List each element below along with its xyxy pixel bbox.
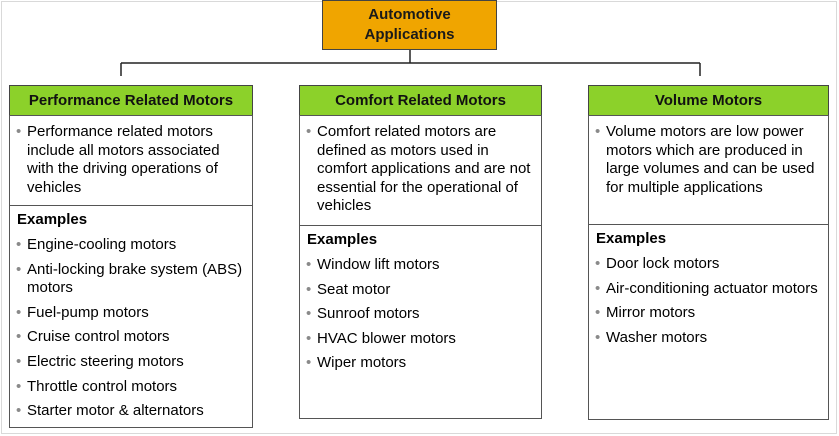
- root-label-line1: Automotive: [368, 6, 451, 23]
- performance-divider: [10, 205, 252, 206]
- performance-intro-text: Performance related motors include all m…: [27, 123, 220, 196]
- bullet-icon: •: [16, 352, 22, 370]
- bullet-icon: •: [306, 256, 312, 273]
- performance-header: Performance Related Motors: [9, 85, 253, 116]
- performance-column: Performance Related Motors • Performance…: [9, 85, 253, 428]
- list-item: •HVAC blower motors: [306, 329, 456, 347]
- volume-intro-text: Volume motors are low power motors which…: [606, 123, 815, 196]
- volume-body: • Volume motors are low power motors whi…: [588, 115, 829, 420]
- bullet-icon: •: [595, 279, 601, 297]
- volume-examples-title: Examples: [596, 230, 667, 247]
- bullet-icon: •: [595, 304, 601, 322]
- performance-body: • Performance related motors include all…: [9, 115, 253, 428]
- list-item: •Starter motor & alternators: [16, 402, 204, 420]
- list-item: •Washer motors: [595, 328, 708, 346]
- comfort-intro: • Comfort related motors are defined as …: [300, 116, 541, 216]
- list-item: •Engine-cooling motors: [16, 236, 177, 253]
- volume-divider: [589, 224, 828, 225]
- volume-intro: • Volume motors are low power motors whi…: [589, 116, 828, 197]
- bullet-icon: •: [16, 236, 22, 253]
- performance-intro: • Performance related motors include all…: [10, 116, 252, 197]
- bullet-icon: •: [306, 329, 312, 347]
- comfort-intro-text: Comfort related motors are defined as mo…: [317, 123, 531, 215]
- list-item: •Mirror motors: [595, 304, 696, 322]
- comfort-examples-title: Examples: [307, 231, 378, 248]
- bullet-icon: •: [16, 123, 22, 140]
- list-item: •Throttle control motors: [16, 377, 178, 395]
- comfort-body: • Comfort related motors are defined as …: [299, 115, 542, 419]
- bullet-icon: •: [16, 303, 22, 321]
- list-item: •Cruise control motors: [16, 328, 170, 346]
- bullet-icon: •: [595, 328, 601, 346]
- volume-column: Volume Motors • Volume motors are low po…: [588, 85, 829, 420]
- volume-examples-list: •Door lock motors •Air-conditioning actu…: [589, 255, 828, 347]
- list-item: •Electric steering motors: [16, 352, 184, 370]
- bullet-icon: •: [306, 123, 312, 140]
- list-item: •Window lift motors: [306, 256, 440, 273]
- bullet-icon: •: [16, 328, 22, 346]
- list-item: •Wiper motors: [306, 354, 407, 372]
- list-item: •Sunroof motors: [306, 305, 420, 323]
- bullet-icon: •: [306, 354, 312, 372]
- bullet-icon: •: [595, 255, 601, 272]
- list-item: •Air-conditioning actuator motors: [595, 279, 818, 297]
- volume-header: Volume Motors: [588, 85, 829, 116]
- bullet-icon: •: [306, 280, 312, 298]
- bullet-icon: •: [595, 123, 601, 140]
- comfort-examples-list: •Window lift motors •Seat motor •Sunroof…: [300, 256, 541, 373]
- bullet-icon: •: [306, 305, 312, 323]
- comfort-column: Comfort Related Motors • Comfort related…: [299, 85, 542, 419]
- performance-examples-list: •Engine-cooling motors •Anti-locking bra…: [10, 236, 252, 421]
- bullet-icon: •: [16, 260, 22, 278]
- root-label-line2: Applications: [364, 26, 455, 43]
- list-item: •Door lock motors: [595, 255, 720, 272]
- bullet-icon: •: [16, 402, 22, 420]
- root-node: Automotive Applications: [322, 0, 497, 50]
- list-item: •Fuel-pump motors: [16, 303, 149, 321]
- list-item: •Anti-locking brake system (ABS) motors: [16, 260, 243, 297]
- comfort-header: Comfort Related Motors: [299, 85, 542, 116]
- bullet-icon: •: [16, 377, 22, 395]
- list-item: •Seat motor: [306, 280, 391, 298]
- performance-examples-title: Examples: [17, 211, 88, 228]
- comfort-divider: [300, 225, 541, 226]
